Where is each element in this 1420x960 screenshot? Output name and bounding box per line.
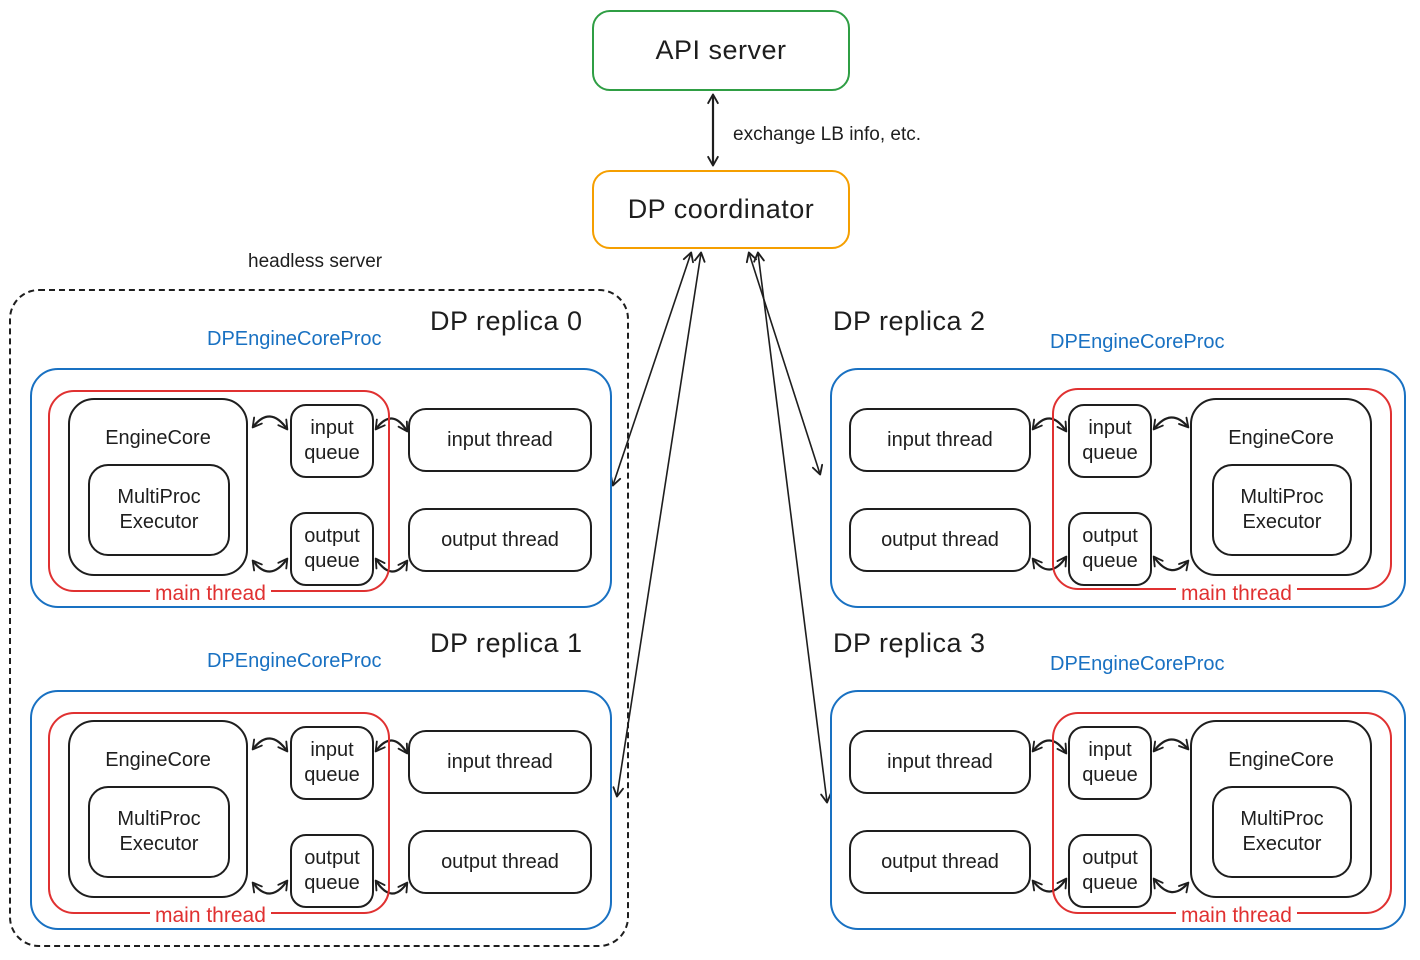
output-queue-label: output queue [304, 847, 360, 894]
exchange-lb-info-label: exchange LB info, etc. [733, 124, 922, 145]
replica-3-title: DP replica 3 [833, 628, 986, 658]
input-thread-label: input thread [447, 750, 553, 773]
input-queue-label: input queue [304, 417, 360, 464]
replica-1-title: DP replica 1 [430, 628, 583, 658]
headless-server-boundary [9, 289, 629, 947]
output-queue-box: output queue [290, 834, 374, 908]
main-thread-label: main thread [1176, 904, 1297, 928]
output-queue-label: output queue [1082, 525, 1138, 572]
output-thread-label: output thread [881, 528, 999, 551]
dp-coordinator-label: DP coordinator [627, 194, 815, 224]
main-thread-label: main thread [150, 904, 271, 928]
input-queue-label: input queue [1082, 739, 1138, 786]
dpenginecoreproc-boundary [30, 368, 612, 608]
output-queue-box: output queue [290, 512, 374, 586]
input-thread-label: input thread [887, 750, 993, 773]
dpenginecoreproc-boundary [830, 368, 1406, 608]
input-queue-box: input queue [1068, 404, 1152, 478]
replica-2-title: DP replica 2 [833, 306, 986, 336]
headless-server-label: headless server [248, 251, 383, 272]
output-thread-label: output thread [441, 850, 559, 873]
multiproc-executor-box: MultiProc Executor [1212, 464, 1352, 556]
dpenginecoreproc-boundary [830, 690, 1406, 930]
input-thread-box: input thread [849, 408, 1031, 472]
multiproc-executor-label: MultiProc Executor [117, 808, 201, 855]
output-thread-label: output thread [441, 528, 559, 551]
input-queue-box: input queue [290, 726, 374, 800]
main-thread-label: main thread [150, 582, 271, 606]
output-thread-box: output thread [849, 830, 1031, 894]
replica-0-title: DP replica 0 [430, 306, 583, 336]
input-thread-box: input thread [408, 730, 592, 794]
engine-core-box: EngineCore [1190, 398, 1372, 576]
dpenginecoreproc-label: DPEngineCoreProc [1050, 653, 1225, 675]
engine-core-label: EngineCore [1228, 749, 1334, 771]
dpenginecoreproc-boundary [30, 690, 612, 930]
multiproc-executor-box: MultiProc Executor [1212, 786, 1352, 878]
input-queue-label: input queue [304, 739, 360, 786]
main-thread-label: main thread [1176, 582, 1297, 606]
input-thread-box: input thread [408, 408, 592, 472]
input-thread-label: input thread [887, 428, 993, 451]
output-thread-box: output thread [408, 830, 592, 894]
multiproc-executor-label: MultiProc Executor [1240, 486, 1324, 533]
multiproc-executor-box: MultiProc Executor [88, 464, 230, 556]
api-server-box: API server [592, 10, 850, 91]
multiproc-executor-label: MultiProc Executor [117, 486, 201, 533]
input-thread-label: input thread [447, 428, 553, 451]
output-thread-box: output thread [408, 508, 592, 572]
arrow-coordinator-replica1 [612, 251, 706, 798]
arrow-coordinator-replica3 [753, 251, 832, 804]
output-thread-label: output thread [881, 850, 999, 873]
output-thread-box: output thread [849, 508, 1031, 572]
engine-core-box: EngineCore [68, 720, 248, 898]
engine-core-label: EngineCore [105, 749, 211, 771]
output-queue-box: output queue [1068, 512, 1152, 586]
output-queue-label: output queue [304, 525, 360, 572]
output-queue-label: output queue [1082, 847, 1138, 894]
input-queue-box: input queue [1068, 726, 1152, 800]
dpenginecoreproc-label: DPEngineCoreProc [207, 328, 382, 350]
engine-core-box: EngineCore [68, 398, 248, 576]
dpenginecoreproc-label: DPEngineCoreProc [1050, 331, 1225, 353]
multiproc-executor-label: MultiProc Executor [1240, 808, 1324, 855]
dpenginecoreproc-label: DPEngineCoreProc [207, 650, 382, 672]
input-queue-label: input queue [1082, 417, 1138, 464]
multiproc-executor-box: MultiProc Executor [88, 786, 230, 878]
arrow-coordinator-replica2 [745, 251, 824, 476]
output-queue-box: output queue [1068, 834, 1152, 908]
dp-coordinator-box: DP coordinator [592, 170, 850, 249]
input-thread-box: input thread [849, 730, 1031, 794]
engine-core-label: EngineCore [105, 427, 211, 449]
engine-core-box: EngineCore [1190, 720, 1372, 898]
engine-core-label: EngineCore [1228, 427, 1334, 449]
input-queue-box: input queue [290, 404, 374, 478]
api-server-label: API server [655, 35, 787, 65]
